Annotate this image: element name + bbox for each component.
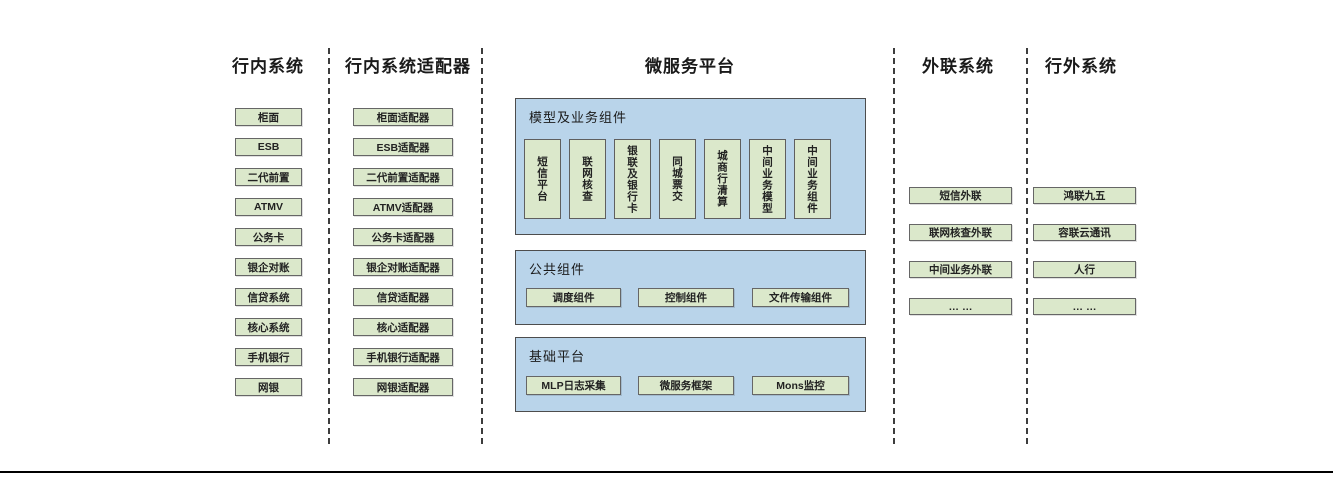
system-box: 银企对账 — [235, 258, 302, 276]
panel-label: 模型及业务组件 — [529, 110, 628, 125]
panel-model-business-components: 模型及业务组件 短信平台 联网核查 银联及银行卡 同城票交 城商行清算 中间业务… — [515, 98, 866, 235]
adapter-box: 信贷适配器 — [353, 288, 453, 306]
external-box: 短信外联 — [909, 187, 1012, 204]
column-separator — [328, 48, 330, 444]
adapter-box: 柜面适配器 — [353, 108, 453, 126]
external-box: … … — [909, 298, 1012, 315]
bottom-rule — [0, 471, 1333, 473]
external-box: 联网核查外联 — [909, 224, 1012, 241]
outside-box: 容联云通讯 — [1033, 224, 1136, 241]
outside-box: … … — [1033, 298, 1136, 315]
column-header-external-links: 外联系统 — [922, 57, 994, 76]
system-box: 信贷系统 — [235, 288, 302, 306]
component-box: 控制组件 — [638, 288, 734, 307]
column-separator — [893, 48, 895, 444]
component-box: 文件传输组件 — [752, 288, 849, 307]
system-box: ESB — [235, 138, 302, 156]
column-separator — [481, 48, 483, 444]
adapter-box: 网银适配器 — [353, 378, 453, 396]
system-box: 柜面 — [235, 108, 302, 126]
panel-common-components: 公共组件 调度组件 控制组件 文件传输组件 — [515, 250, 866, 325]
component-box: 调度组件 — [526, 288, 621, 307]
adapter-box: 二代前置适配器 — [353, 168, 453, 186]
component-box: 银联及银行卡 — [614, 139, 651, 219]
column-header-internal-adapters: 行内系统适配器 — [345, 57, 471, 76]
component-box: 同城票交 — [659, 139, 696, 219]
component-box: 中间业务模型 — [749, 139, 786, 219]
internal-systems-column: 柜面 ESB 二代前置 ATMV 公务卡 银企对账 信贷系统 核心系统 手机银行… — [235, 108, 302, 396]
outside-box: 人行 — [1033, 261, 1136, 278]
system-box: ATMV — [235, 198, 302, 216]
outside-systems-column: 鸿联九五 容联云通讯 人行 … … — [1033, 187, 1136, 315]
adapter-box: 手机银行适配器 — [353, 348, 453, 366]
column-separator — [1026, 48, 1028, 444]
external-box: 中间业务外联 — [909, 261, 1012, 278]
adapter-box: 银企对账适配器 — [353, 258, 453, 276]
component-box: 微服务框架 — [638, 376, 734, 395]
column-header-microservice-platform: 微服务平台 — [645, 57, 735, 76]
component-box: MLP日志采集 — [526, 376, 621, 395]
component-box: 中间业务组件 — [794, 139, 831, 219]
outside-box: 鸿联九五 — [1033, 187, 1136, 204]
panel-base-platform: 基础平台 MLP日志采集 微服务框架 Mons监控 — [515, 337, 866, 412]
system-box: 网银 — [235, 378, 302, 396]
component-box: 短信平台 — [524, 139, 561, 219]
system-box: 核心系统 — [235, 318, 302, 336]
panel-label: 基础平台 — [529, 349, 586, 364]
column-header-internal-systems: 行内系统 — [232, 57, 304, 76]
panel-label: 公共组件 — [529, 262, 586, 277]
adapter-box: 核心适配器 — [353, 318, 453, 336]
system-box: 二代前置 — [235, 168, 302, 186]
adapter-box: ESB适配器 — [353, 138, 453, 156]
column-header-outside-systems: 行外系统 — [1045, 57, 1117, 76]
external-links-column: 短信外联 联网核查外联 中间业务外联 … … — [909, 187, 1012, 315]
system-box: 公务卡 — [235, 228, 302, 246]
model-component-row: 短信平台 联网核查 银联及银行卡 同城票交 城商行清算 中间业务模型 中间业务组… — [524, 139, 831, 219]
internal-adapters-column: 柜面适配器 ESB适配器 二代前置适配器 ATMV适配器 公务卡适配器 银企对账… — [353, 108, 453, 396]
component-box: 城商行清算 — [704, 139, 741, 219]
adapter-box: 公务卡适配器 — [353, 228, 453, 246]
component-box: Mons监控 — [752, 376, 849, 395]
component-box: 联网核查 — [569, 139, 606, 219]
system-box: 手机银行 — [235, 348, 302, 366]
adapter-box: ATMV适配器 — [353, 198, 453, 216]
